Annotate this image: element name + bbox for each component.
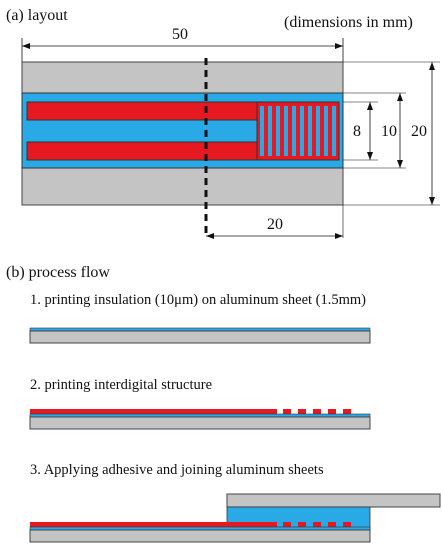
- step-1-aluminum: [29, 330, 371, 344]
- dim-label-10: 10: [381, 123, 397, 140]
- step-2-aluminum: [29, 416, 371, 430]
- step-3-bottom-aluminum: [29, 529, 371, 543]
- interdigital-structure: [256, 101, 340, 161]
- arrow-right: [335, 43, 343, 49]
- lead-electrode-bottom: [26, 141, 258, 161]
- dim-label-8: 8: [353, 123, 361, 140]
- dim-label-50: 50: [172, 26, 188, 43]
- units-note: (dimensions in mm): [284, 14, 413, 31]
- arrow-up: [429, 62, 435, 70]
- arrow-left: [206, 233, 214, 239]
- dim-label-20-vertical: 20: [411, 123, 427, 140]
- arrow-right: [335, 233, 343, 239]
- step-3-top-aluminum: [226, 493, 441, 508]
- lead-electrode-top: [26, 101, 258, 121]
- section-b-title: (b) process flow: [6, 264, 110, 281]
- step-2-label: 2. printing interdigital structure: [30, 377, 212, 393]
- arrow-up: [367, 102, 373, 110]
- arrow-down: [397, 160, 403, 168]
- step-2-conductor: [30, 409, 351, 414]
- step-1-label: 1. printing insulation (10μm) on aluminu…: [30, 292, 366, 308]
- arrow-up: [397, 93, 403, 101]
- section-a-title: (a) layout: [6, 7, 68, 24]
- arrow-left: [22, 43, 30, 49]
- step-3-label: 3. Applying adhesive and joining aluminu…: [30, 462, 324, 478]
- arrow-down: [367, 152, 373, 160]
- arrow-down: [429, 197, 435, 205]
- step-3-conductor: [30, 522, 351, 527]
- dim-label-20-bottom: 20: [267, 216, 283, 233]
